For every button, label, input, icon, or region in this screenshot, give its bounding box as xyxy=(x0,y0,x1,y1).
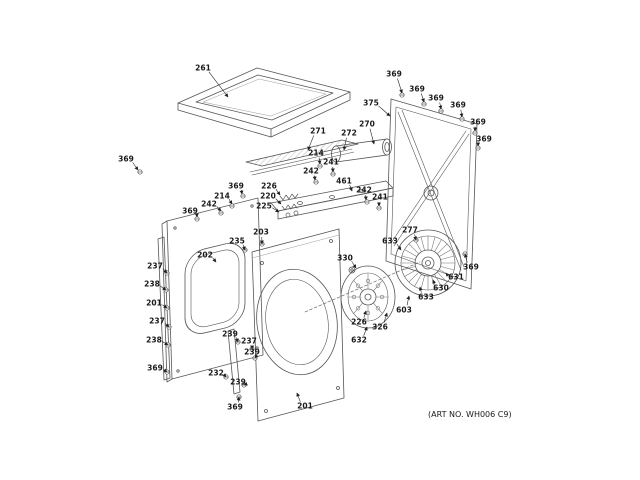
part-label: 326 xyxy=(372,323,388,332)
part-label: 369 xyxy=(147,364,163,373)
part-label: 277 xyxy=(402,226,418,235)
part-label: 237 xyxy=(147,262,163,271)
part-label: 239 xyxy=(230,378,246,387)
part-label: 369 xyxy=(228,182,244,191)
part-label: 369 xyxy=(182,207,198,216)
part-label: 232 xyxy=(208,369,224,378)
part-label: 241 xyxy=(372,193,388,202)
art-number: (ART NO. WH006 C9) xyxy=(428,410,512,419)
part-label: 271 xyxy=(310,127,326,136)
part-label: 225 xyxy=(256,202,272,211)
part-label: 242 xyxy=(303,167,319,176)
drive-tube xyxy=(331,138,392,163)
part-label: 239 xyxy=(222,330,238,339)
part-label: 631 xyxy=(448,273,464,282)
part-label: 238 xyxy=(146,336,162,345)
part-label: 633 xyxy=(382,237,398,246)
part-label: 261 xyxy=(195,64,211,73)
top-panel xyxy=(177,67,351,138)
stator xyxy=(340,265,396,329)
part-label: 237 xyxy=(241,337,257,346)
part-label: 375 xyxy=(363,99,379,108)
part-label: 270 xyxy=(359,120,375,129)
part-label: 461 xyxy=(336,177,352,186)
rotor xyxy=(394,229,462,297)
screws-layer xyxy=(137,92,481,400)
part-label: 238 xyxy=(144,280,160,289)
part-label: 242 xyxy=(201,200,217,209)
side-trim xyxy=(157,236,171,381)
part-label: 214 xyxy=(214,192,230,201)
support-crossbar xyxy=(270,180,394,220)
part-label: 226 xyxy=(351,318,367,327)
part-label: 237 xyxy=(149,317,165,326)
part-label: 201 xyxy=(146,299,162,308)
part-label: 630 xyxy=(433,284,449,293)
bracket-rod xyxy=(227,328,241,395)
part-label: 369 xyxy=(409,85,425,94)
front-panel xyxy=(251,228,345,422)
part-label: 369 xyxy=(470,118,486,127)
part-label: 369 xyxy=(476,135,492,144)
part-label: 369 xyxy=(118,155,134,164)
part-label: 226 xyxy=(261,182,277,191)
part-label: 242 xyxy=(356,186,372,195)
part-label: 241 xyxy=(323,158,339,167)
leader-lines-layer xyxy=(132,71,481,403)
part-label: 633 xyxy=(418,293,434,302)
part-label: 235 xyxy=(229,237,245,246)
part-label: 272 xyxy=(341,129,357,138)
part-label: 203 xyxy=(253,228,269,237)
part-label: 369 xyxy=(450,101,466,110)
part-label: 202 xyxy=(197,251,213,260)
part-label: 201 xyxy=(297,402,313,411)
part-label: 330 xyxy=(337,254,353,263)
part-label: 603 xyxy=(396,306,412,315)
part-label: 220 xyxy=(260,192,276,201)
part-label: 239 xyxy=(244,348,260,357)
part-label: 214 xyxy=(308,149,324,158)
rear-panel xyxy=(385,98,478,290)
part-label: 369 xyxy=(386,70,402,79)
part-label: 369 xyxy=(227,403,243,412)
part-label: 369 xyxy=(463,263,479,272)
part-label: 369 xyxy=(428,94,444,103)
hardware-cluster xyxy=(279,193,299,218)
part-label: 632 xyxy=(351,336,367,345)
